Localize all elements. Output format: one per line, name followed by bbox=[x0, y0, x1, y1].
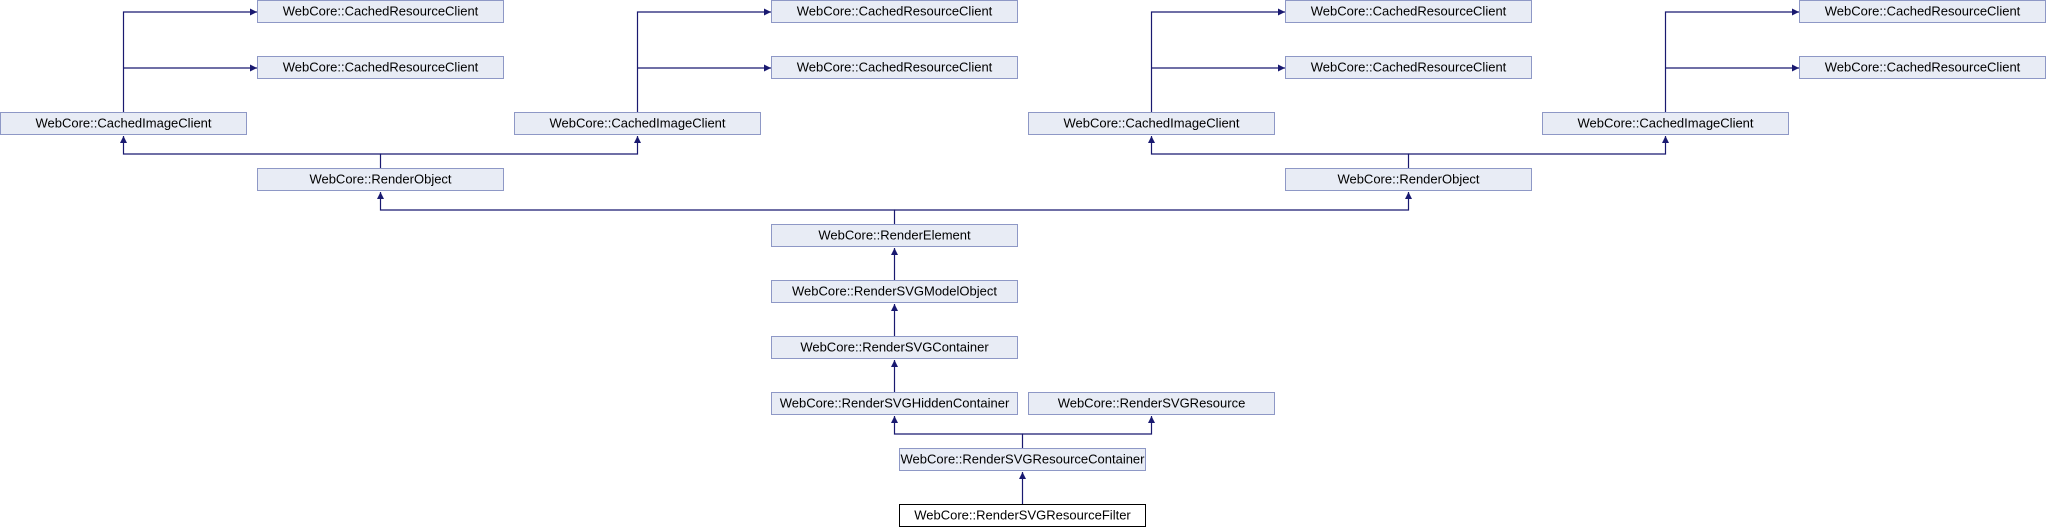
edge-cic2-crc3 bbox=[636, 8, 771, 112]
edge-ro1-cic1 bbox=[120, 136, 382, 168]
node-box bbox=[514, 112, 761, 135]
edge-ro2-cic3 bbox=[1148, 136, 1410, 168]
edge-re-ro2 bbox=[894, 192, 1412, 211]
node-label: WebCore::CachedImageClient bbox=[1577, 116, 1753, 131]
class-node-ro1[interactable]: WebCore::RenderObject bbox=[257, 168, 504, 191]
node-box bbox=[899, 448, 1146, 471]
node-label: WebCore::CachedResourceClient bbox=[283, 4, 479, 19]
edge-rsrc-rshc bbox=[891, 416, 1024, 448]
class-node-ro2[interactable]: WebCore::RenderObject bbox=[1285, 168, 1532, 191]
class-node-cic1[interactable]: WebCore::CachedImageClient bbox=[0, 112, 247, 135]
class-node-crc1[interactable]: WebCore::CachedResourceClient bbox=[257, 0, 504, 23]
node-box bbox=[257, 0, 504, 23]
edge-cic3-crc5 bbox=[1150, 8, 1285, 112]
node-label: WebCore::CachedImageClient bbox=[35, 116, 211, 131]
node-box bbox=[1285, 168, 1532, 191]
node-box bbox=[771, 280, 1018, 303]
node-box bbox=[771, 56, 1018, 79]
class-node-rsc[interactable]: WebCore::RenderSVGContainer bbox=[771, 336, 1018, 359]
node-label: WebCore::CachedImageClient bbox=[1063, 116, 1239, 131]
node-box bbox=[771, 224, 1018, 247]
class-node-rsrf[interactable]: WebCore::RenderSVGResourceFilter bbox=[899, 504, 1146, 527]
node-label: WebCore::RenderSVGResource bbox=[1058, 396, 1246, 411]
class-node-cic4[interactable]: WebCore::CachedImageClient bbox=[1542, 112, 1789, 135]
node-label: WebCore::RenderElement bbox=[818, 228, 971, 243]
node-label: WebCore::CachedResourceClient bbox=[1825, 4, 2021, 19]
node-box bbox=[257, 168, 504, 191]
node-label: WebCore::CachedResourceClient bbox=[1825, 60, 2021, 75]
node-box bbox=[771, 0, 1018, 23]
class-node-crc6[interactable]: WebCore::CachedResourceClient bbox=[1285, 56, 1532, 79]
node-box bbox=[1028, 392, 1275, 415]
edge-ro2-cic4 bbox=[1408, 136, 1669, 155]
class-node-cic2[interactable]: WebCore::CachedImageClient bbox=[514, 112, 761, 135]
node-label: WebCore::RenderSVGResourceContainer bbox=[901, 452, 1146, 467]
node-box bbox=[257, 56, 504, 79]
node-label: WebCore::CachedResourceClient bbox=[1311, 60, 1507, 75]
node-label: WebCore::RenderSVGResourceFilter bbox=[914, 508, 1131, 523]
class-node-crc3[interactable]: WebCore::CachedResourceClient bbox=[771, 0, 1018, 23]
node-label: WebCore::RenderSVGContainer bbox=[800, 340, 989, 355]
node-box bbox=[0, 112, 247, 135]
node-label: WebCore::RenderSVGHiddenContainer bbox=[780, 396, 1010, 411]
node-label: WebCore::RenderObject bbox=[1337, 172, 1479, 187]
edge-rsrc-rsr bbox=[1022, 416, 1155, 435]
node-label: WebCore::CachedResourceClient bbox=[283, 60, 479, 75]
node-box bbox=[1285, 0, 1532, 23]
class-node-crc4[interactable]: WebCore::CachedResourceClient bbox=[771, 56, 1018, 79]
node-label: WebCore::RenderObject bbox=[309, 172, 451, 187]
node-box bbox=[899, 504, 1146, 527]
node-label: WebCore::CachedResourceClient bbox=[1311, 4, 1507, 19]
node-label: WebCore::CachedResourceClient bbox=[797, 60, 993, 75]
class-node-rshc[interactable]: WebCore::RenderSVGHiddenContainer bbox=[771, 392, 1018, 415]
inheritance-edges bbox=[120, 8, 1799, 504]
node-box bbox=[771, 336, 1018, 359]
edge-cic4-crc7 bbox=[1664, 8, 1799, 112]
node-box bbox=[1028, 112, 1275, 135]
node-label: WebCore::CachedResourceClient bbox=[797, 4, 993, 19]
class-node-rsrc[interactable]: WebCore::RenderSVGResourceContainer bbox=[899, 448, 1146, 471]
class-node-rsr[interactable]: WebCore::RenderSVGResource bbox=[1028, 392, 1275, 415]
node-box bbox=[771, 392, 1018, 415]
node-label: WebCore::RenderSVGModelObject bbox=[792, 284, 997, 299]
edge-cic1-crc1 bbox=[122, 8, 257, 112]
node-box bbox=[1285, 56, 1532, 79]
class-node-cic3[interactable]: WebCore::CachedImageClient bbox=[1028, 112, 1275, 135]
class-node-crc5[interactable]: WebCore::CachedResourceClient bbox=[1285, 0, 1532, 23]
node-label: WebCore::CachedImageClient bbox=[549, 116, 725, 131]
class-node-re[interactable]: WebCore::RenderElement bbox=[771, 224, 1018, 247]
class-node-rsmo[interactable]: WebCore::RenderSVGModelObject bbox=[771, 280, 1018, 303]
class-node-crc7[interactable]: WebCore::CachedResourceClient bbox=[1799, 0, 2046, 23]
class-node-crc2[interactable]: WebCore::CachedResourceClient bbox=[257, 56, 504, 79]
class-node-crc8[interactable]: WebCore::CachedResourceClient bbox=[1799, 56, 2046, 79]
edge-re-ro1 bbox=[377, 192, 896, 224]
edge-ro1-cic2 bbox=[380, 136, 641, 155]
node-box bbox=[1542, 112, 1789, 135]
